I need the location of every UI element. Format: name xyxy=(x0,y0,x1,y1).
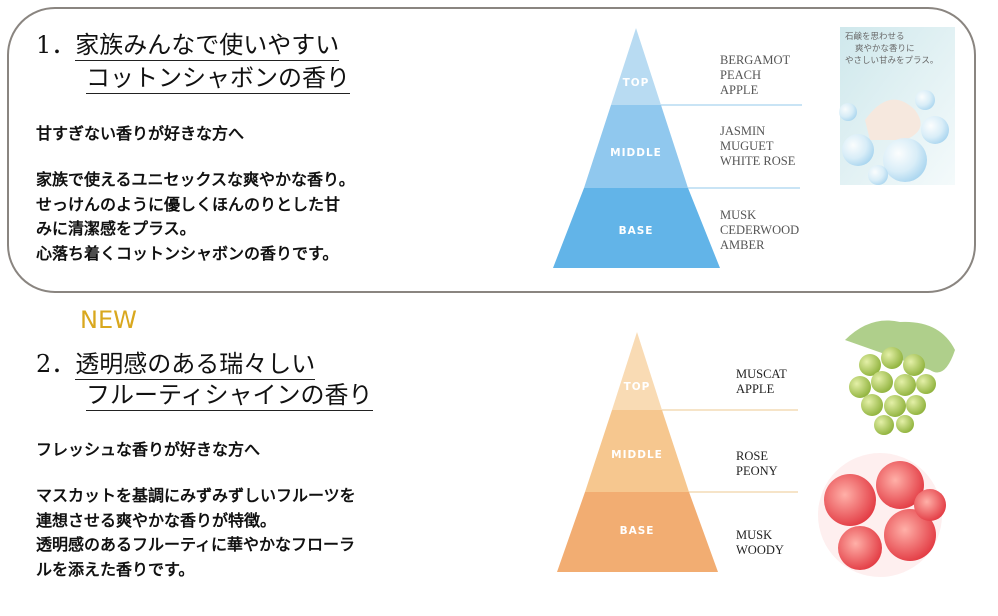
top-notes: BERGAMOT PEACH APPLE xyxy=(720,53,791,97)
tier-label-top: TOP xyxy=(622,77,650,89)
product-title-line2: フルーティシャインの香り xyxy=(86,381,373,411)
tier-label-middle: MIDDLE xyxy=(611,449,663,461)
pyramid-base-tier xyxy=(557,492,718,572)
tier-label-base: BASE xyxy=(618,225,654,237)
tier-label-base: BASE xyxy=(619,525,655,537)
product-description: マスカットを基調にみずみずしいフルーツを 連想させる爽やかな香りが特徴。 透明感… xyxy=(36,486,356,579)
product-title: 1．家族みんなで使いやすい xyxy=(36,31,340,61)
product-lead: 甘すぎない香りが好きな方へ xyxy=(36,124,245,143)
middle-notes: JASMIN MUGUET WHITE ROSE xyxy=(720,124,796,168)
soap-bubbles-image xyxy=(839,27,955,185)
pyramid-base-tier xyxy=(553,188,720,268)
product-title: 2．透明感のある瑞々しい xyxy=(36,350,316,380)
rose-flowers-image xyxy=(818,453,946,577)
pyramid-middle-tier xyxy=(584,105,688,188)
top-notes: MUSCAT APPLE xyxy=(736,367,787,396)
tier-label-top: TOP xyxy=(623,381,651,393)
product-lead: フレッシュな香りが好きな方へ xyxy=(36,440,261,459)
pyramid-top-tier xyxy=(612,332,662,410)
product-title-line2: コットンシャボンの香り xyxy=(86,64,350,94)
product-description: 家族で使えるユニセックスな爽やかな香り。 せっけんのように優しくほんのりとした甘… xyxy=(36,170,355,263)
product-card-cotton-savon xyxy=(7,7,976,293)
muscat-grapes-image xyxy=(845,320,955,435)
new-badge: NEW xyxy=(80,306,137,334)
middle-notes: ROSE PEONY xyxy=(736,449,778,478)
tier-label-middle: MIDDLE xyxy=(610,147,662,159)
base-notes: MUSK CEDERWOOD AMBER xyxy=(720,208,800,252)
base-notes: MUSK WOODY xyxy=(736,528,784,557)
pyramid-middle-tier xyxy=(585,410,689,492)
soap-image-caption: 石鹸を思わせる 爽やかな香りに やさしい甘みをプラス。 xyxy=(845,32,939,66)
pyramid-top-tier xyxy=(611,28,661,105)
